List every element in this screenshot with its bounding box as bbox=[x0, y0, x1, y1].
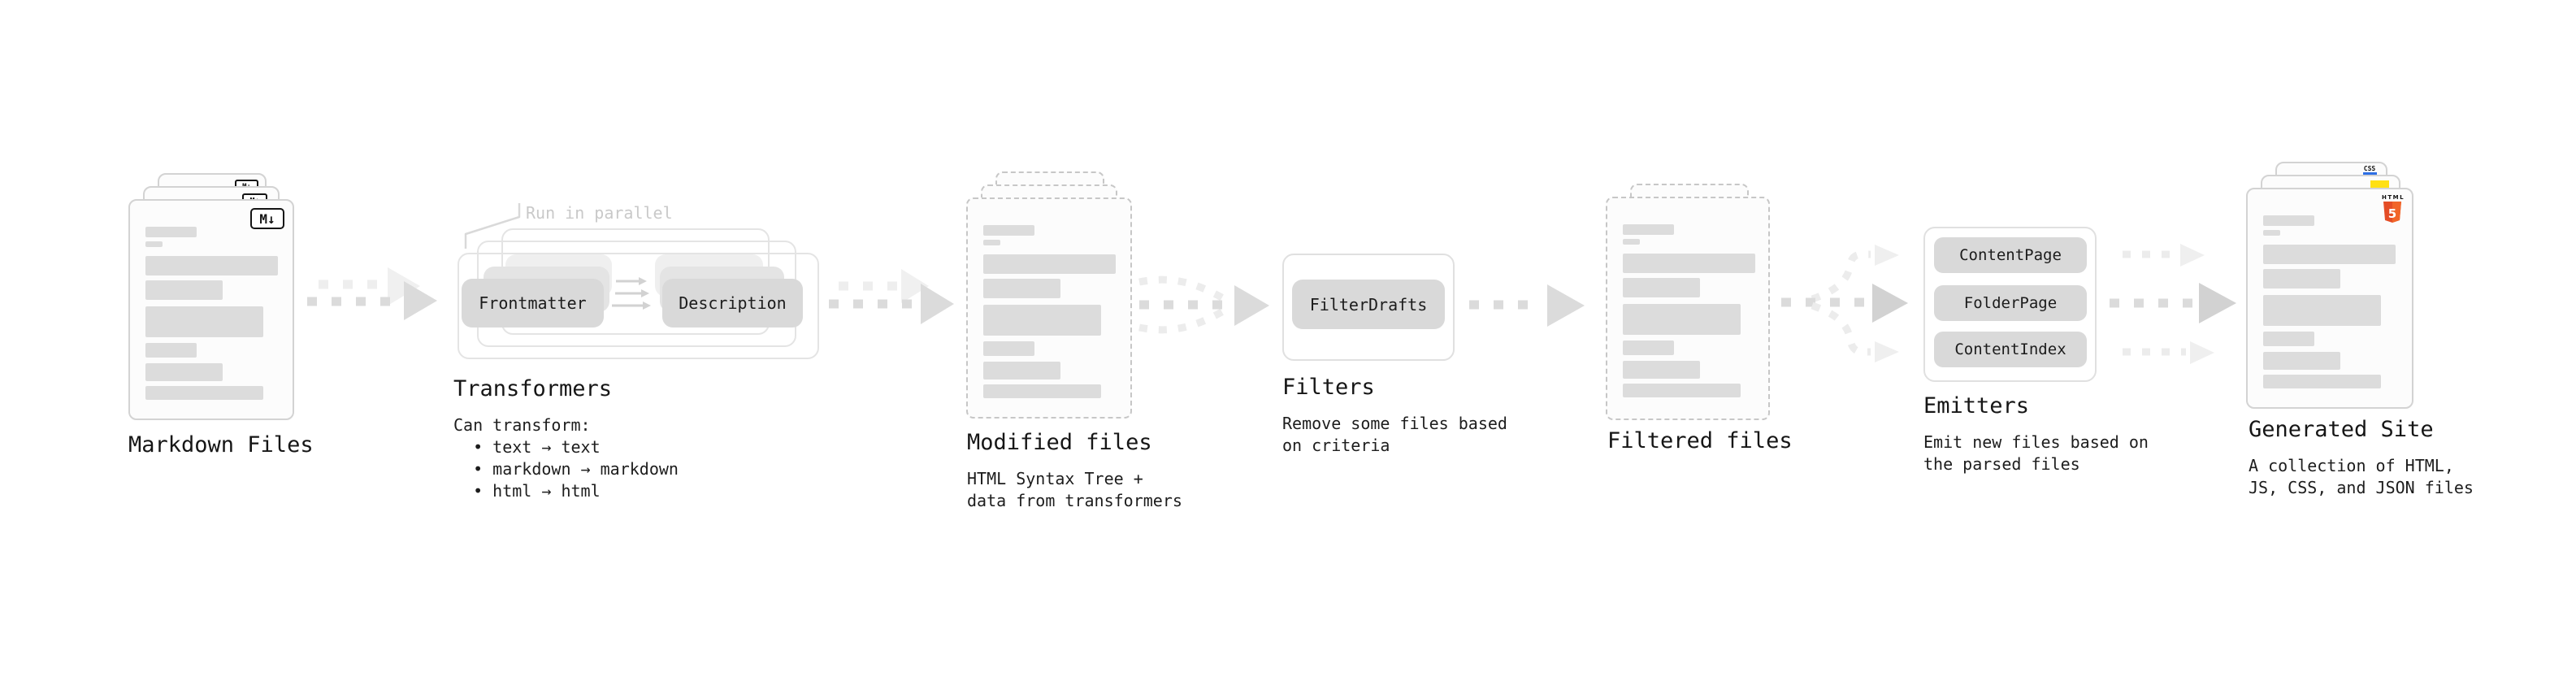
css-icon-underline bbox=[2362, 172, 2377, 175]
text-line-bar bbox=[2263, 269, 2340, 288]
stage-note: • markdown → markdown bbox=[453, 459, 679, 479]
arrow-filtered-to-emitters bbox=[1781, 245, 1908, 362]
text-line-bar bbox=[2263, 332, 2314, 346]
markdown-files-label: Markdown Files bbox=[128, 434, 314, 471]
text-line-bar bbox=[145, 306, 263, 337]
text-line-bar bbox=[983, 254, 1116, 274]
description-pill: Description bbox=[662, 279, 803, 327]
text-line-bar bbox=[145, 363, 223, 381]
stage-title: Modified files bbox=[967, 430, 1152, 455]
stage-subtitle: Remove some files based bbox=[1282, 414, 1507, 433]
text-line-bar bbox=[2263, 352, 2340, 370]
text-line-bar bbox=[145, 280, 223, 300]
text-line-bar bbox=[145, 386, 263, 400]
text-line-bar bbox=[1623, 384, 1741, 397]
text-line-bar bbox=[145, 343, 197, 358]
stage-note: Can transform: bbox=[453, 415, 591, 435]
text-line-bar bbox=[2263, 295, 2381, 326]
stage-title: Filters bbox=[1282, 375, 1375, 400]
folderpage-pill: FolderPage bbox=[1934, 285, 2087, 321]
markdown-icon: M↓ bbox=[250, 208, 284, 229]
stage-title: Emitters bbox=[1923, 393, 2030, 419]
text-line-bar bbox=[1623, 224, 1674, 235]
filtered-file-card-front bbox=[1606, 197, 1770, 420]
text-line-bar bbox=[145, 256, 278, 275]
markdown-file-card-front: M↓ bbox=[128, 199, 294, 420]
text-line-bar bbox=[983, 279, 1060, 298]
html5-icon-label: HTML bbox=[2382, 194, 2405, 201]
emitters-label: Emitters Emit new files based on the par… bbox=[1923, 395, 2149, 475]
text-line-bar bbox=[983, 305, 1101, 336]
text-line-bar bbox=[1623, 278, 1700, 297]
text-line-bar bbox=[1623, 361, 1700, 379]
contentpage-pill: ContentPage bbox=[1934, 237, 2087, 273]
text-line-bar bbox=[1623, 254, 1755, 273]
text-line-bar bbox=[983, 225, 1034, 236]
stage-note: • text → text bbox=[453, 437, 601, 457]
modified-file-card-front bbox=[966, 197, 1132, 419]
text-line-bar bbox=[2263, 375, 2381, 388]
stage-subtitle: Emit new files based on bbox=[1923, 432, 2149, 452]
arrow-markdown-to-transformers bbox=[307, 267, 437, 320]
run-in-parallel-label: Run in parallel bbox=[526, 203, 673, 223]
text-line-bar bbox=[2263, 230, 2280, 236]
text-line-bar bbox=[983, 341, 1034, 356]
generated-site-label: Generated Site A collection of HTML, JS,… bbox=[2249, 419, 2474, 499]
arrow-emitters-to-generated bbox=[2110, 244, 2236, 364]
html5-shield: 5 bbox=[2383, 202, 2401, 223]
text-line-bar bbox=[983, 384, 1101, 398]
stage-subtitle: data from transformers bbox=[967, 491, 1182, 510]
filters-label: Filters Remove some files based on crite… bbox=[1282, 376, 1507, 457]
contentindex-pill: ContentIndex bbox=[1934, 332, 2087, 367]
stage-subtitle: JS, CSS, and JSON files bbox=[2249, 478, 2474, 497]
stage-subtitle: the parsed files bbox=[1923, 454, 2080, 474]
run-in-parallel-leader-line bbox=[464, 203, 521, 249]
transformer-box-front bbox=[458, 253, 819, 359]
text-line-bar bbox=[1623, 304, 1741, 335]
html5-icon: HTML 5 bbox=[2382, 194, 2405, 227]
stage-title: Generated Site bbox=[2249, 417, 2434, 442]
modified-files-label: Modified files HTML Syntax Tree + data f… bbox=[967, 432, 1182, 512]
filtered-files-label: Filtered files bbox=[1607, 430, 1793, 466]
text-line-bar bbox=[1623, 340, 1674, 355]
stage-title: Filtered files bbox=[1607, 428, 1793, 453]
text-line-bar bbox=[2263, 245, 2396, 264]
css-icon: CSS bbox=[2361, 166, 2378, 175]
text-line-bar bbox=[1623, 239, 1640, 245]
stage-note: • html → html bbox=[453, 481, 601, 501]
stage-subtitle: A collection of HTML, bbox=[2249, 456, 2454, 475]
stage-title: Transformers bbox=[453, 376, 613, 401]
stage-title: Markdown Files bbox=[128, 432, 314, 458]
text-line-bar bbox=[145, 241, 163, 247]
text-line-bar bbox=[145, 227, 197, 237]
arrow-modified-to-filters bbox=[1138, 275, 1269, 334]
text-line-bar bbox=[983, 362, 1060, 380]
filterdrafts-pill: FilterDrafts bbox=[1292, 280, 1445, 329]
arrow-transformers-to-modified bbox=[829, 269, 954, 324]
css-icon-label: CSS bbox=[2363, 165, 2376, 172]
generated-file-card-html: HTML 5 bbox=[2246, 188, 2413, 409]
stage-subtitle: on criteria bbox=[1282, 436, 1390, 455]
frontmatter-pill: Frontmatter bbox=[462, 279, 604, 327]
text-line-bar bbox=[983, 240, 1000, 245]
transformers-label: Transformers Can transform: • text → tex… bbox=[453, 378, 679, 502]
text-line-bar bbox=[2263, 215, 2314, 226]
arrow-filters-to-filtered bbox=[1469, 284, 1585, 327]
parallel-run-arrows bbox=[612, 277, 651, 310]
svg-text:5: 5 bbox=[2388, 206, 2396, 221]
stage-subtitle: HTML Syntax Tree + bbox=[967, 469, 1143, 488]
